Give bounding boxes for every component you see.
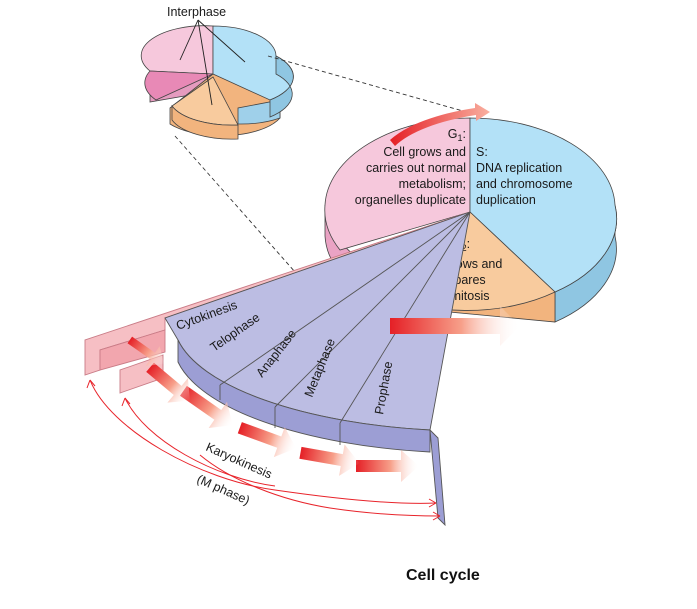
interphase-pointers: [179, 19, 246, 106]
g1-line-4: organelles duplicate: [355, 193, 466, 207]
g1-line-2: carries out normal: [366, 161, 466, 175]
g1-suffix: :: [463, 127, 466, 141]
small-pie: [140, 25, 294, 140]
s-line-3: and chromosome: [476, 177, 573, 191]
g1-line-3: metabolism;: [399, 177, 466, 191]
g2-suffix: :: [467, 237, 470, 251]
g1-text: G1: Cell grows and carries out normal me…: [355, 127, 466, 207]
g1-label: G: [448, 127, 458, 141]
prophase-arrow: [356, 450, 419, 482]
m-phase-fan: [84, 211, 471, 527]
projection-lines: [174, 55, 471, 273]
s-line-1: S:: [476, 145, 488, 159]
g2-sub: 2: [462, 243, 467, 253]
s-text: S: DNA replication and chromosome duplic…: [476, 145, 573, 207]
cytokinesis-arrow-1: [146, 362, 190, 403]
s-line-4: duplication: [476, 193, 536, 207]
g1-line-1: Cell grows and: [383, 145, 466, 159]
cytokinesis-arrow-2: [127, 336, 165, 366]
karyokinesis-brackets: [86, 379, 441, 521]
cycle-arrows: [127, 306, 520, 482]
metaphase-arrow: [299, 444, 360, 476]
anaphase-arrow: [237, 422, 297, 458]
svg-text:G1:: G1:: [448, 127, 466, 143]
s-line-2: DNA replication: [476, 161, 562, 175]
g2-entry-arrow: [390, 306, 520, 346]
diagram-title: Cell cycle: [406, 567, 480, 584]
g1-sub: 1: [458, 133, 463, 143]
telophase-arrow: [179, 385, 233, 428]
interphase-label: Interphase: [167, 5, 226, 19]
karyokinesis-label: Karyokinesis: [204, 440, 274, 482]
s-sector: [469, 117, 618, 293]
